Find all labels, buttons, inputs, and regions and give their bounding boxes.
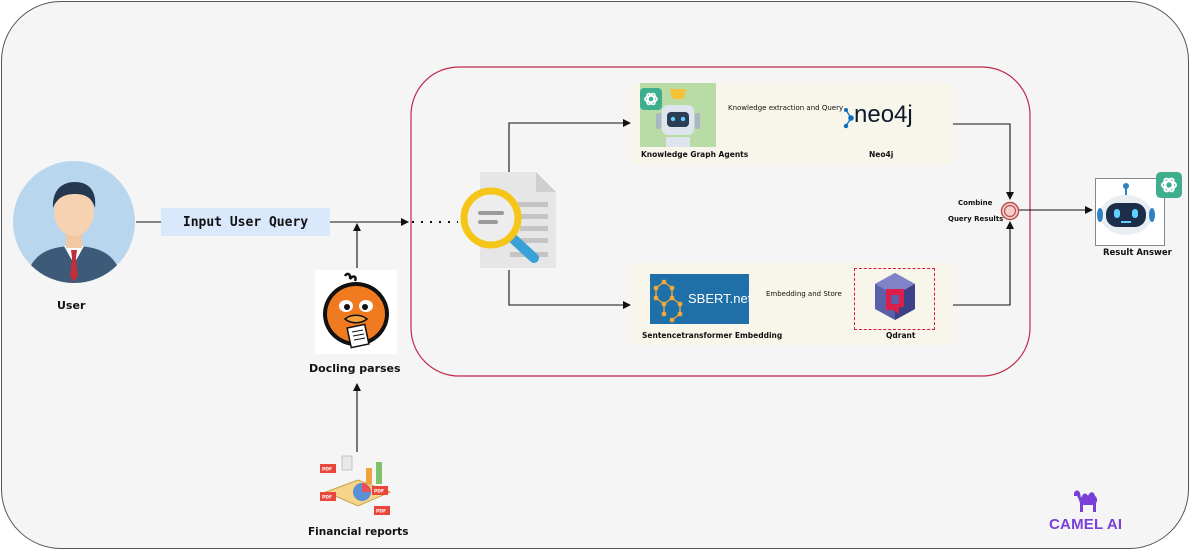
qdrant-tile [854,268,935,330]
camel-icon [1074,490,1098,512]
sentence-embedding-label: Sentencetransformer Embedding [642,331,783,340]
pdf-badge-4: PDF [376,509,386,515]
pdf-badge-1: PDF [322,467,332,473]
neo4j-logo: neo4j [842,96,922,132]
pdf-badge-2: PDF [374,489,384,495]
user-avatar-icon [13,161,135,283]
user-label: User [57,299,86,312]
edge-doc-to-sbert [508,270,631,309]
docling-duck-icon [323,272,389,349]
qdrant-label: Qdrant [886,331,916,340]
document-search-icon [460,172,556,268]
result-answer-tile [1095,178,1165,246]
edge-label-kg-neo4j: Knowledge extraction and Query [728,104,844,112]
pdf-badge-3: PDF [322,495,332,501]
edge-label-sbert-qdrant: Embedding and Store [766,290,842,298]
input-user-query: Input User Query [161,208,330,236]
docling-label: Docling parses [309,362,401,375]
result-openai-icon [1156,172,1182,198]
combine-label-line1: Combine [958,199,993,207]
kg-agents-label: Knowledge Graph Agents [641,150,749,159]
sbert-wordmark: SBERT.net [688,291,752,306]
neo4j-label: Neo4j [869,150,894,159]
result-answer-label: Result Answer [1103,248,1172,258]
edge-qdrant-to-combine [953,221,1014,306]
financial-reports-label: Financial reports [308,526,409,538]
qdrant-logo [875,273,915,320]
financial-reports-icon: PDF PDF PDF PDF [320,455,392,515]
result-robot-icon [1097,183,1155,235]
sbert-logo: SBERT.net [650,274,752,324]
camel-ai-brand: CAMEL AI [1049,516,1123,533]
edge-doc-to-kg [508,119,631,172]
pipeline-group [410,66,1031,377]
neo4j-wordmark: neo4j [854,101,913,128]
openai-icon [640,88,662,110]
combine-node-icon [1000,201,1020,221]
combine-label-line2: Query Results [948,215,1004,223]
docling-tile [315,270,397,354]
robot-icon [640,83,716,147]
edge-neo4j-to-combine [953,123,1014,200]
